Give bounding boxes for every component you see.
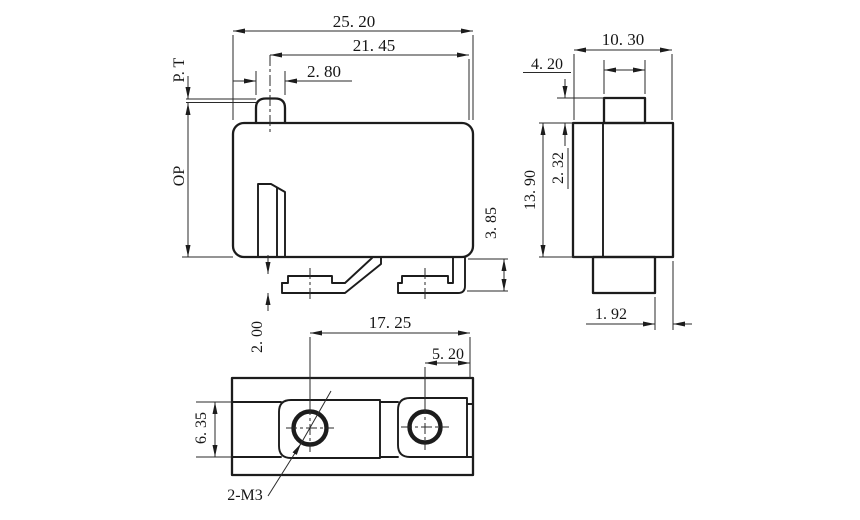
side-view-dimensions: 10. 30 4. 20 2. 32 13. 90 1. 92 (522, 30, 692, 330)
switch-body-outline (231, 121, 475, 259)
dim-front-total-width: 25. 20 (333, 12, 376, 31)
dim-front-right-span: 21. 45 (353, 36, 396, 55)
ext-body-height (539, 122, 593, 258)
mount-pad-1 (278, 399, 381, 459)
terminal-left-outer (281, 257, 382, 294)
bottom-view (230, 376, 475, 477)
side-view (571, 96, 675, 295)
dim-side-width: 10. 30 (602, 30, 645, 49)
terminal-left-inner (281, 257, 373, 284)
hole-2-crosshair (401, 403, 449, 450)
dim-side-body-height: 13. 90 (522, 170, 539, 210)
side-button-outline (602, 96, 647, 125)
ext-hole-to-edge (309, 337, 471, 405)
front-view-dimensions: 25. 20 21. 45 2. 80 P. T OP 3. 85 2. 00 (171, 12, 508, 353)
thread-callout: 2-M3 (227, 487, 263, 504)
dim-bottom-slot-height: 6. 35 (193, 412, 210, 444)
front-view (186, 55, 475, 302)
ext-terminal-offset (654, 261, 674, 330)
side-body-outline (571, 121, 675, 259)
ext-side-width (573, 54, 673, 120)
dim-terminal-drop: 3. 85 (483, 207, 500, 239)
dim-foot-thickness: 2. 00 (249, 321, 266, 353)
ext-terminal-drop (467, 258, 508, 292)
thread-leader-tail (300, 390, 332, 444)
dim-front-plunger-width: 2. 80 (307, 62, 341, 81)
label-operating-position: OP (171, 166, 188, 187)
terminal-right-inner (397, 257, 454, 284)
mount-pad-2 (397, 397, 468, 458)
bottom-view-dimensions: 17. 25 5. 20 6. 35 2-M3 (193, 313, 471, 504)
dim-bottom-hole2-to-edge: 5. 20 (432, 346, 464, 363)
ext-button-width (603, 60, 646, 94)
thread-leader-arrow (267, 443, 302, 497)
inner-plunger-stem (257, 183, 286, 257)
operating-position-lines (186, 98, 256, 103)
dim-side-terminal-offset: 1. 92 (595, 306, 627, 323)
label-pretravel: P. T (171, 57, 188, 82)
dim-side-button-width: 4. 20 (531, 56, 563, 73)
side-terminal-block (591, 255, 657, 295)
terminal-right-outer (397, 257, 466, 294)
dim-side-button-height: 2. 32 (550, 152, 567, 184)
dim-bottom-hole-to-edge: 17. 25 (369, 313, 412, 332)
bottom-base-outline (230, 376, 475, 477)
bottom-channel-lines (231, 401, 474, 458)
ext-total-width (232, 35, 474, 120)
